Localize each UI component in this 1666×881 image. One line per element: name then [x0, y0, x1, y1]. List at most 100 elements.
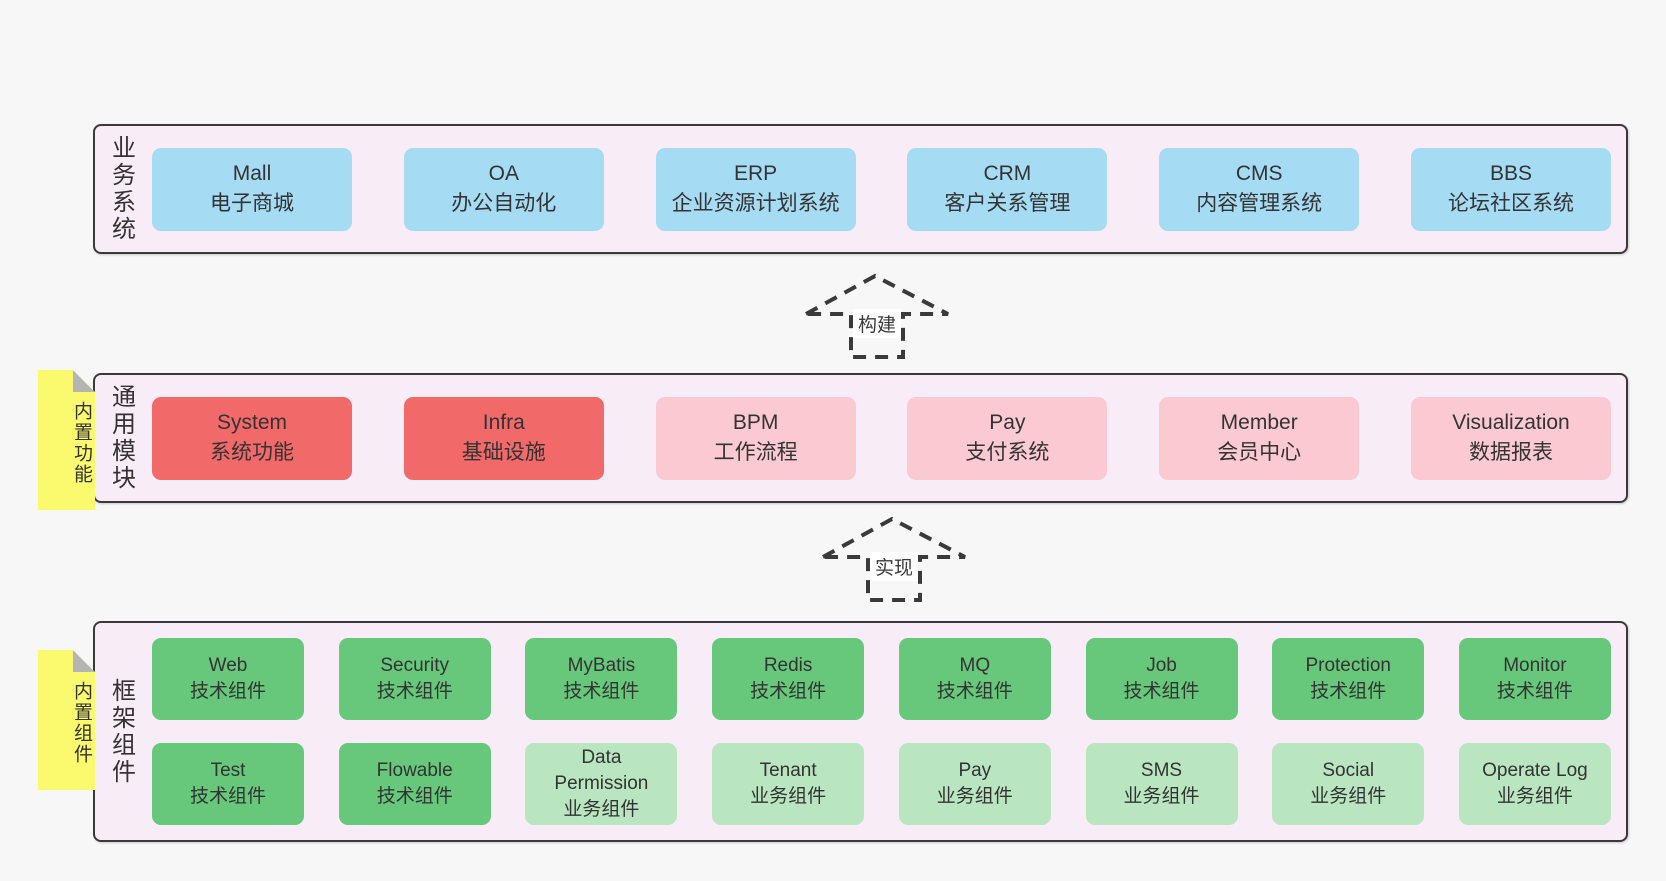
box-member: Member 会员中心: [1159, 396, 1360, 480]
sticky-note-built-in-features: 内置功能: [38, 370, 95, 510]
box-subtitle: 技术组件: [376, 786, 453, 807]
box-pay-biz: Pay 业务组件: [898, 743, 1051, 825]
box-title: Data Permission: [554, 747, 649, 794]
box-subtitle: 业务组件: [1310, 786, 1387, 807]
box-subtitle: 技术组件: [750, 681, 827, 702]
box-title: Job: [1146, 655, 1177, 676]
box-monitor: Monitor 技术组件: [1458, 638, 1611, 720]
box-title: Security: [380, 655, 450, 676]
box-title: MyBatis: [567, 655, 636, 676]
box-title: Mall: [232, 162, 272, 185]
box-title: OA: [488, 162, 519, 185]
box-operate-log: Operate Log 业务组件: [1458, 743, 1611, 825]
box-sms: SMS 业务组件: [1085, 743, 1238, 825]
box-title: ERP: [734, 162, 778, 185]
box-title: CRM: [983, 162, 1032, 185]
box-security: Security 技术组件: [338, 638, 491, 720]
box-subtitle: 数据报表: [1468, 441, 1553, 464]
box-mybatis: MyBatis 技术组件: [525, 638, 678, 720]
box-subtitle: 客户关系管理: [944, 192, 1071, 215]
band-label-components: 框架组件: [107, 677, 135, 786]
box-title: Member: [1220, 411, 1298, 434]
business-boxes-row: Mall 电子商城 OA 办公自动化 ERP 企业资源计划系统 CRM 客户关系…: [152, 126, 1611, 252]
framework-components-band: 框架组件 Web 技术组件 Security 技术组件 MyBatis 技术组件…: [93, 621, 1628, 842]
box-title: Operate Log: [1482, 760, 1588, 781]
up-arrow-icon: [805, 273, 949, 359]
box-web: Web 技术组件: [152, 638, 304, 720]
box-title: SMS: [1140, 760, 1183, 781]
sticky-note-label: 内置功能: [71, 401, 92, 485]
box-subtitle: 技术组件: [189, 786, 266, 807]
box-test: Test 技术组件: [152, 743, 304, 825]
box-subtitle: 业务组件: [936, 786, 1013, 807]
box-crm: CRM 客户关系管理: [907, 147, 1108, 231]
band-label-business: 业务系统: [107, 135, 135, 243]
modules-boxes-row: System 系统功能 Infra 基础设施 BPM 工作流程 Pay 支付系统…: [152, 375, 1611, 501]
implement-arrow: 实现: [820, 516, 968, 603]
box-flowable: Flowable 技术组件: [338, 743, 491, 825]
box-subtitle: 技术组件: [936, 681, 1013, 702]
build-arrow-label: 构建: [852, 309, 902, 338]
up-arrow-icon: [822, 516, 966, 602]
box-oa: OA 办公自动化: [403, 147, 604, 231]
box-subtitle: 系统功能: [210, 441, 294, 464]
box-title: BBS: [1489, 162, 1532, 185]
box-subtitle: 技术组件: [1123, 681, 1200, 702]
common-modules-band: 通用模块 System 系统功能 Infra 基础设施 BPM 工作流程 Pay…: [93, 373, 1628, 503]
box-subtitle: 技术组件: [563, 681, 640, 702]
box-subtitle: 技术组件: [189, 681, 266, 702]
box-title: Infra: [482, 411, 525, 434]
box-title: Visualization: [1452, 411, 1570, 434]
box-subtitle: 工作流程: [713, 441, 798, 464]
box-mq: MQ 技术组件: [898, 638, 1051, 720]
sticky-note-label: 内置组件: [71, 681, 92, 765]
components-row-1: Web 技术组件 Security 技术组件 MyBatis 技术组件 Redi…: [152, 638, 1611, 720]
box-tenant: Tenant 业务组件: [712, 743, 865, 825]
box-title: BPM: [732, 411, 779, 434]
box-title: Redis: [763, 655, 813, 676]
box-title: Protection: [1305, 655, 1391, 676]
sticky-note-built-in-components: 内置组件: [38, 650, 95, 790]
box-data-permission: Data Permission 业务组件: [525, 743, 678, 825]
box-system: System 系统功能: [152, 396, 352, 480]
box-visualization: Visualization 数据报表: [1410, 396, 1611, 480]
box-title: System: [216, 411, 287, 434]
box-title: Flowable: [376, 760, 453, 781]
box-subtitle: 技术组件: [1496, 681, 1573, 702]
box-subtitle: 业务组件: [1123, 786, 1200, 807]
box-infra: Infra 基础设施: [403, 396, 604, 480]
box-subtitle: 支付系统: [965, 441, 1050, 464]
box-title: Pay: [989, 411, 1026, 434]
box-protection: Protection 技术组件: [1272, 638, 1425, 720]
box-title: Tenant: [759, 760, 817, 781]
band-label-modules: 通用模块: [107, 384, 135, 492]
box-bpm: BPM 工作流程: [655, 396, 856, 480]
box-job: Job 技术组件: [1085, 638, 1238, 720]
box-cms: CMS 内容管理系统: [1159, 147, 1360, 231]
box-subtitle: 内容管理系统: [1196, 192, 1323, 215]
box-subtitle: 基础设施: [461, 441, 546, 464]
box-bbs: BBS 论坛社区系统: [1410, 147, 1611, 231]
box-title: Test: [210, 760, 246, 781]
box-title: Pay: [958, 760, 992, 781]
box-erp: ERP 企业资源计划系统: [655, 147, 856, 231]
components-row-2: Test 技术组件 Flowable 技术组件 Data Permission …: [152, 743, 1611, 825]
box-social: Social 业务组件: [1272, 743, 1425, 825]
box-subtitle: 论坛社区系统: [1447, 192, 1574, 215]
box-subtitle: 办公自动化: [451, 192, 557, 215]
box-title: CMS: [1235, 162, 1283, 185]
box-mall: Mall 电子商城: [152, 147, 352, 231]
box-subtitle: 业务组件: [563, 799, 640, 820]
box-title: MQ: [959, 655, 991, 676]
box-subtitle: 会员中心: [1217, 441, 1302, 464]
box-title: Social: [1322, 760, 1375, 781]
box-subtitle: 技术组件: [1310, 681, 1387, 702]
box-subtitle: 企业资源计划系统: [671, 192, 840, 215]
box-pay: Pay 支付系统: [907, 396, 1108, 480]
box-redis: Redis 技术组件: [712, 638, 865, 720]
implement-arrow-label: 实现: [869, 552, 919, 581]
box-subtitle: 业务组件: [750, 786, 827, 807]
build-arrow: 构建: [803, 273, 951, 360]
box-subtitle: 电子商城: [210, 192, 294, 215]
